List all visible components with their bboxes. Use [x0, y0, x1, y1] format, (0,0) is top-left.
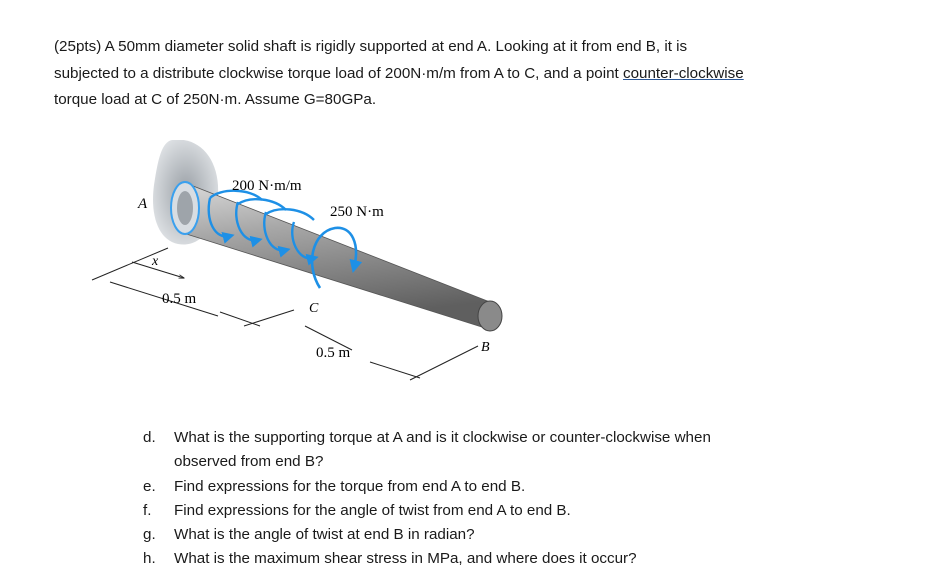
question-letter: h.	[143, 550, 156, 568]
question-h: h. What is the maximum shear stress in M…	[143, 547, 903, 571]
question-text: What is the maximum shear stress in MPa,…	[174, 550, 637, 568]
shaft-end-A-hub	[177, 191, 193, 225]
question-e: e. Find expressions for the torque from …	[143, 475, 903, 499]
label-point-torque: 250 N·m	[330, 204, 384, 220]
label-A: A	[137, 196, 148, 212]
question-f: f. Find expressions for the angle of twi…	[143, 499, 903, 523]
question-text: What is the supporting torque at A and i…	[174, 429, 711, 446]
question-d: d. What is the supporting torque at A an…	[143, 426, 903, 475]
distributed-torque-arrows	[207, 189, 319, 266]
label-B: B	[481, 340, 490, 355]
problem-line-2-text: subjected to a distribute clockwise torq…	[54, 64, 623, 82]
problem-line-3: torque load at C of 250N·m. Assume G=80G…	[54, 91, 377, 108]
question-text: Find expressions for the angle of twist …	[174, 501, 571, 519]
dimension-lines	[91, 247, 479, 381]
underlined-direction: counter-clockwise	[622, 64, 744, 82]
label-x: x	[151, 254, 159, 269]
question-letter: d.	[143, 429, 156, 446]
label-distributed-load: 200 N·m/m	[232, 178, 302, 194]
point-torque-arrow	[310, 226, 363, 289]
problem-statement: (25pts) A 50mm diameter solid shaft is r…	[54, 34, 854, 114]
shaft-end-B	[477, 300, 503, 332]
question-text: Find expressions for the torque from end…	[174, 477, 526, 495]
question-letter: g.	[143, 526, 156, 544]
problem-line-2: subjected to a distribute clockwise torq…	[54, 61, 854, 88]
dimension-AC: 0.5 m	[162, 291, 197, 307]
question-g: g. What is the angle of twist at end B i…	[143, 523, 903, 547]
dimension-CB: 0.5 m	[316, 345, 351, 361]
shaft-figure: A x 200 N·m/m 250 N·m C 0.5 m 0.5 m B	[91, 140, 503, 381]
problem-line-1: (25pts) A 50mm diameter solid shaft is r…	[54, 38, 688, 55]
question-list: d. What is the supporting torque at A an…	[143, 426, 903, 572]
label-C: C	[309, 301, 319, 316]
question-text-continued: observed from end B?	[174, 453, 324, 471]
question-text: What is the angle of twist at end B in r…	[174, 526, 475, 544]
question-letter: e.	[143, 477, 156, 495]
question-letter: f.	[143, 501, 152, 519]
